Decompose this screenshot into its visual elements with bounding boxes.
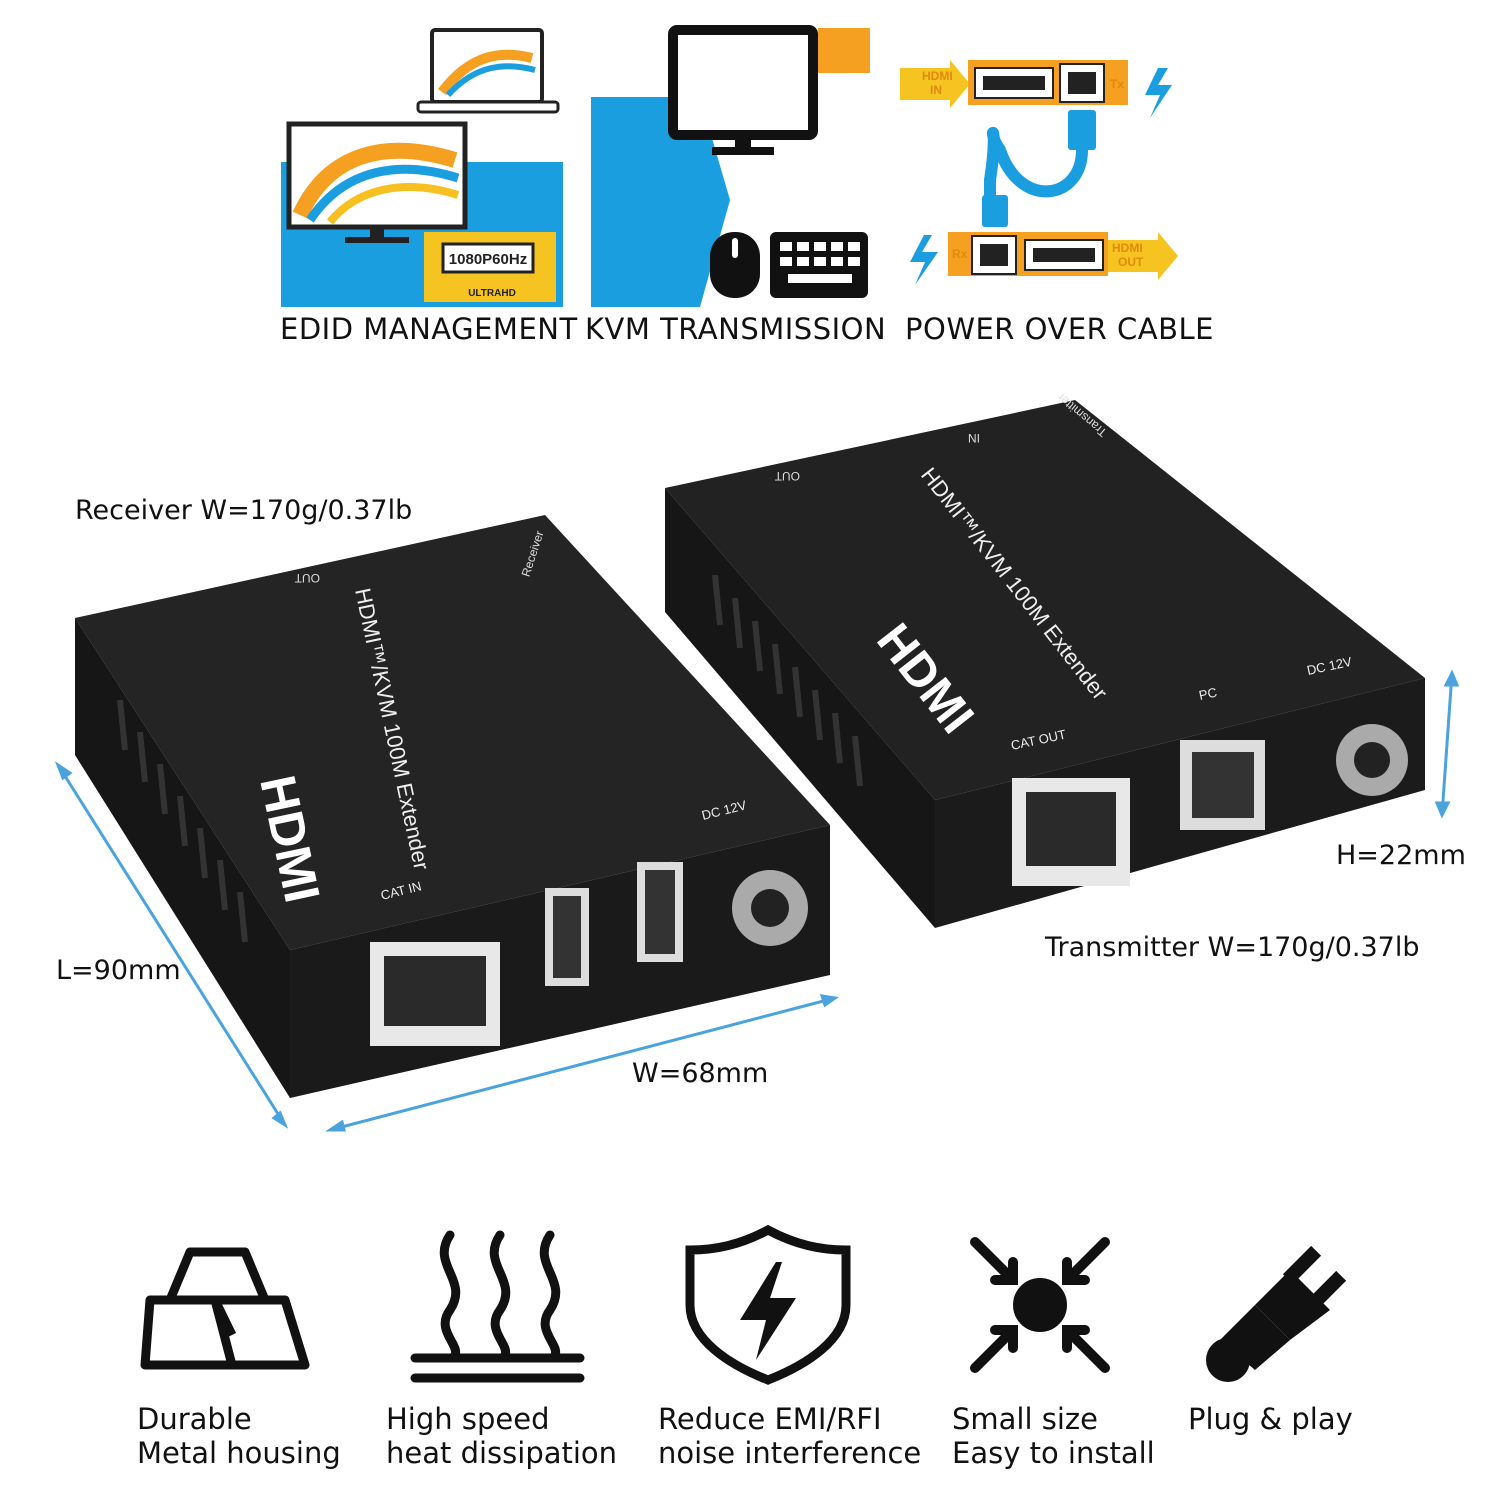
- benefit-durable: Durable Metal housing: [137, 1402, 341, 1470]
- feature-caption-poe: POWER OVER CABLE: [905, 312, 1214, 346]
- transmitter-in: IN: [968, 431, 980, 445]
- benefit-heat: High speed heat dissipation: [386, 1402, 618, 1470]
- feature-caption-kvm: KVM TRANSMISSION: [585, 312, 887, 346]
- transmitter-weight: Transmitter W=170g/0.37lb: [1045, 932, 1420, 963]
- edid-monitor-icon: 1080P60Hz ULTRAHD: [281, 28, 563, 307]
- svg-text:HDMI: HDMI: [1112, 241, 1143, 255]
- benefit-emi: Reduce EMI/RFI noise interference: [658, 1402, 922, 1470]
- length-dimension: L=90mm: [56, 955, 181, 986]
- poe-hdmi-in: HDMI: [922, 69, 953, 83]
- receiver-weight: Receiver W=170g/0.37lb: [75, 495, 413, 526]
- svg-text:IN: IN: [930, 83, 942, 97]
- edid-badge-sub: ULTRAHD: [468, 288, 516, 299]
- transmitter-pc: PC: [1198, 685, 1219, 703]
- width-dimension: W=68mm: [632, 1058, 769, 1089]
- benefit-small-size: Small size Easy to install: [952, 1402, 1155, 1470]
- shield-bolt-icon: [685, 1224, 851, 1385]
- compress-icon: [970, 1237, 1110, 1373]
- plug-icon: [1206, 1245, 1347, 1382]
- poe-icon: HDMI IN Tx Rx HDMI OUT: [900, 60, 1178, 285]
- metal-bars-icon: [140, 1247, 310, 1370]
- devices-illustration: Transmitter HDMI™/KVM 100M Extender HDMI…: [54, 390, 1460, 1132]
- feature-graphics: 1080P60Hz ULTRAHD HDMI IN Tx: [281, 25, 1178, 307]
- height-dimension: H=22mm: [1336, 840, 1466, 871]
- dimension-lines: [54, 669, 1460, 1132]
- benefit-icons: [140, 1224, 1347, 1385]
- transmitter-device: Transmitter HDMI™/KVM 100M Extender HDMI…: [665, 390, 1425, 928]
- kvm-icon: [591, 25, 870, 307]
- poe-tx-label: Tx: [1110, 77, 1124, 91]
- poe-rx-label: Rx: [952, 247, 968, 261]
- receiver-device: Receiver HDMI™/KVM 100M Extender HDMI CA…: [75, 515, 830, 1098]
- heat-icon: [410, 1230, 585, 1383]
- svg-text:OUT: OUT: [1118, 255, 1144, 269]
- transmitter-out: OUT: [774, 469, 800, 483]
- edid-badge-res: 1080P60Hz: [449, 251, 527, 268]
- receiver-out: OUT: [294, 571, 320, 585]
- benefit-plug-play: Plug & play: [1188, 1402, 1353, 1436]
- feature-caption-edid: EDID MANAGEMENT: [280, 312, 578, 346]
